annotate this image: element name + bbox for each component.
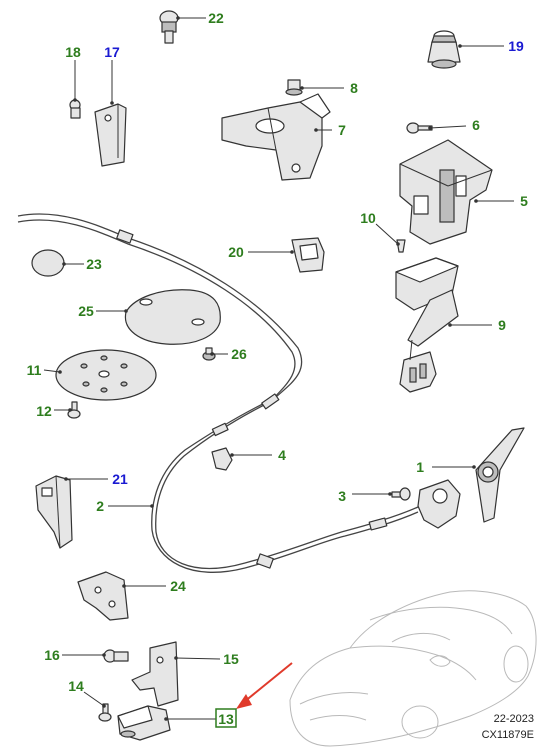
leader-dot-12 (68, 408, 72, 412)
leader-dot-1 (472, 465, 476, 469)
callout-21: 21 (112, 471, 128, 487)
leader-lines (43, 16, 514, 721)
leader-dot-13 (164, 717, 168, 721)
leader-dot-26 (210, 352, 214, 356)
callout-17: 17 (104, 44, 120, 60)
part-15-bracket (131, 641, 179, 707)
leader-line-6 (429, 125, 467, 129)
leader-dot-11 (58, 370, 62, 374)
part-20-clip (291, 237, 325, 273)
leader-dot-14 (102, 704, 106, 708)
part-12-screw (67, 401, 81, 419)
callout-5: 5 (520, 193, 528, 209)
leader-dot-10 (396, 242, 400, 246)
callout-24: 24 (170, 578, 186, 594)
callout-1: 1 (416, 459, 424, 475)
part-13-cover (117, 705, 171, 741)
part-9-actuator (395, 257, 459, 393)
part-25-cover (124, 289, 221, 345)
leader-dot-9 (448, 323, 452, 327)
callout-6: 6 (472, 117, 480, 133)
leader-dot-22 (176, 16, 180, 20)
part-3-screw (391, 487, 411, 501)
callout-23: 23 (86, 256, 102, 272)
leader-line-10 (375, 223, 399, 245)
leader-line-11 (43, 369, 61, 373)
callout-9: 9 (498, 317, 506, 333)
callout-7: 7 (338, 122, 346, 138)
part-1-release-handle (417, 427, 525, 529)
callout-15: 15 (223, 651, 239, 667)
leader-dot-21 (64, 477, 68, 481)
part-17-bracket (94, 103, 127, 167)
callout-13: 13 (218, 711, 234, 727)
callout-8: 8 (350, 80, 358, 96)
part-19-buffer (427, 30, 461, 69)
callout-2: 2 (96, 498, 104, 514)
part-23-pad (31, 249, 65, 277)
part-16-grommet (103, 649, 129, 663)
part-5-latch-bracket (399, 139, 493, 245)
callout-19: 19 (508, 38, 524, 54)
illustration-code: CX11879E (481, 729, 534, 741)
leader-dot-3 (388, 492, 392, 496)
leader-dot-24 (122, 584, 126, 588)
callout-12: 12 (36, 403, 52, 419)
leader-dot-2 (150, 504, 154, 508)
part-8-clip (285, 79, 303, 96)
callout-box-13 (215, 708, 237, 728)
leader-dot-18 (73, 98, 77, 102)
leader-dot-23 (62, 262, 66, 266)
vehicle-silhouette (289, 590, 537, 747)
leader-dot-16 (102, 653, 106, 657)
part-4-clip (211, 447, 233, 471)
leader-dot-8 (300, 86, 304, 90)
callout-14: 14 (68, 678, 84, 694)
highlight-arrow (236, 662, 293, 709)
callout-16: 16 (44, 647, 60, 663)
leader-dot-6 (428, 126, 432, 130)
callout-26: 26 (231, 346, 247, 362)
callout-22: 22 (208, 10, 224, 26)
leader-dot-15 (174, 656, 178, 660)
leader-line-14 (83, 691, 105, 707)
leader-line-15 (175, 657, 221, 660)
part-21-bracket (35, 475, 73, 549)
callout-25: 25 (78, 303, 94, 319)
part-24-bracket (77, 571, 129, 621)
leader-dot-7 (314, 128, 318, 132)
callout-10: 10 (360, 210, 376, 226)
date-code: 22-2023 (493, 713, 534, 725)
leader-dot-4 (230, 453, 234, 457)
callout-4: 4 (278, 447, 286, 463)
leader-dot-20 (290, 250, 294, 254)
leader-dot-25 (124, 309, 128, 313)
part-10-clip (396, 239, 406, 253)
part-6-screw (406, 122, 433, 134)
part-7-latch-housing (221, 93, 331, 181)
callout-18: 18 (65, 44, 81, 60)
part-18-clip (69, 99, 81, 119)
callout-3: 3 (338, 488, 346, 504)
part-22-plug (159, 10, 179, 44)
callout-20: 20 (228, 244, 244, 260)
part-11-plate (55, 349, 157, 401)
leader-dot-19 (458, 44, 462, 48)
callout-11: 11 (27, 362, 42, 378)
part-14-screw (98, 703, 112, 722)
release-cable (17, 213, 419, 573)
leader-dot-17 (110, 101, 114, 105)
leader-dot-5 (474, 199, 478, 203)
